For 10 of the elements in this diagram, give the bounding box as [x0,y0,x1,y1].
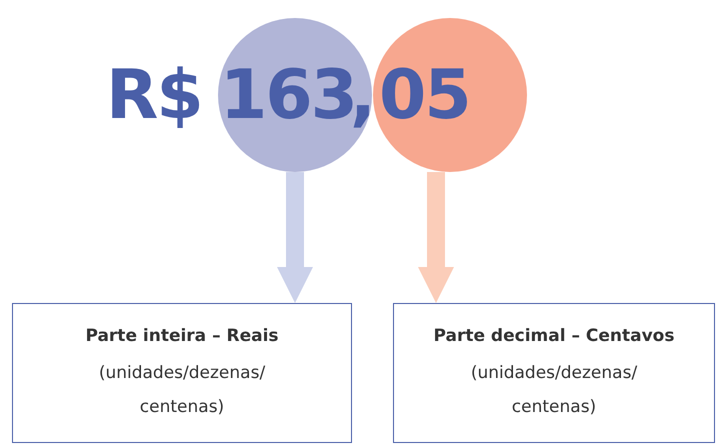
box-heading: Parte inteira – Reais [85,326,279,346]
box-heading: Parte decimal – Centavos [434,326,674,346]
text-box [393,303,715,443]
box-description: (unidades/dezenas/ centenas) [98,362,266,419]
box-description: (unidades/dezenas/ centenas) [470,362,638,419]
arrow [277,172,313,303]
text-box [12,303,352,443]
amount-digits: 05 [379,62,470,130]
currency-symbol: R$ [106,62,202,130]
arrow [418,172,454,303]
